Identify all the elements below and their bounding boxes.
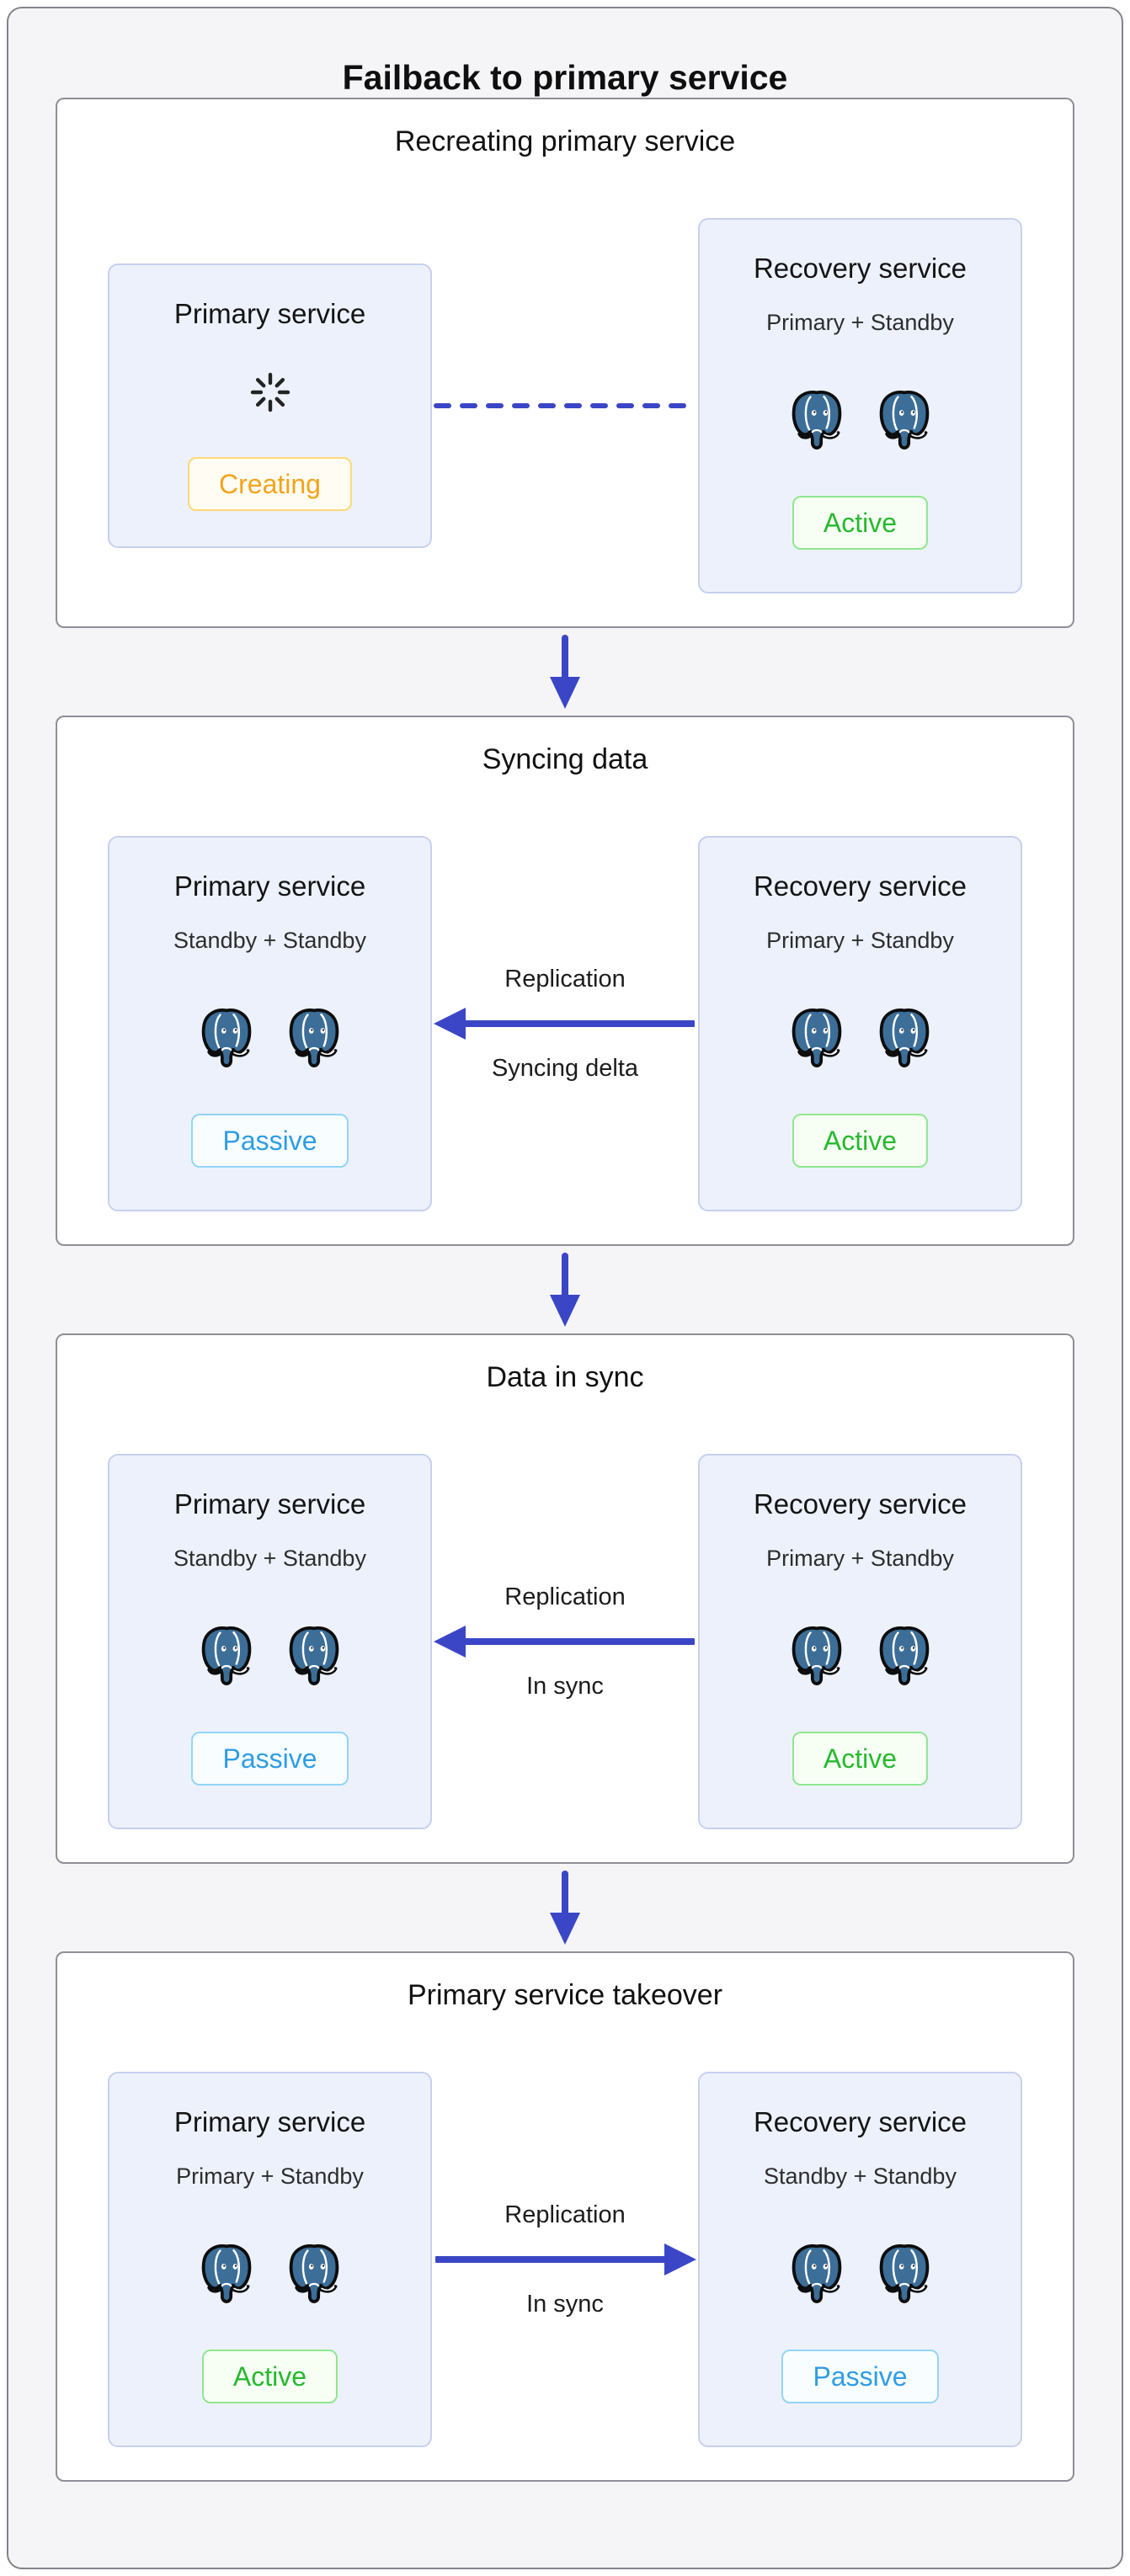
stage-gap — [8, 628, 1122, 716]
replication-connector: Replication In sync — [432, 2200, 698, 2319]
connector-label-bottom: In sync — [526, 1673, 604, 1700]
postgresql-elephant-icon — [876, 390, 933, 450]
stage-gap — [8, 1864, 1122, 1951]
recovery-service-card: Recovery service Primary + Standby Activ… — [698, 836, 1022, 1211]
postgresql-elephant-icon — [788, 1626, 845, 1686]
postgresql-elephant-icon — [198, 1008, 255, 1068]
flow-down-arrow-icon — [547, 1251, 583, 1328]
stage-data-in-sync: Data in sync Primary service Standby + S… — [56, 1333, 1074, 1864]
card-subtitle: Standby + Standby — [173, 1546, 366, 1571]
recovery-service-card: Recovery service Primary + Standby Activ… — [698, 1454, 1022, 1829]
postgresql-elephant-icon — [788, 2243, 845, 2304]
stage-heading: Recreating primary service — [394, 125, 736, 157]
postgresql-elephant-icon — [876, 1626, 933, 1686]
stage-primary-service-takeover: Primary service takeover Primary service… — [56, 1951, 1074, 2482]
recovery-service-card: Recovery service Primary + Standby Activ… — [698, 218, 1022, 593]
postgresql-elephant-icon — [788, 1008, 845, 1068]
primary-service-card: Primary service Standby + Standby Passiv… — [108, 1454, 432, 1829]
connector-label-bottom: Syncing delta — [491, 1055, 639, 1082]
database-icons — [788, 1626, 933, 1686]
postgresql-elephant-icon — [285, 1626, 343, 1686]
primary-service-card: Primary service Standby + Standby Passiv… — [108, 836, 432, 1211]
card-subtitle: Standby + Standby — [764, 2164, 957, 2189]
left-arrow-icon — [434, 1008, 695, 1040]
status-badge: Passive — [191, 1732, 349, 1786]
status-badge: Active — [792, 1114, 929, 1168]
replication-connector: Replication In sync — [432, 1582, 698, 1701]
database-icons — [198, 1008, 343, 1068]
card-title: Primary service — [173, 298, 366, 329]
card-title: Recovery service — [753, 870, 967, 902]
stage-row: Primary service Primary + Standby Active… — [57, 2072, 1073, 2447]
status-badge: Active — [201, 2350, 338, 2403]
status-badge: Active — [792, 496, 929, 550]
replication-connector: Replication Syncing delta — [432, 964, 698, 1083]
connector-dashed — [432, 376, 698, 435]
stage-heading: Primary service takeover — [407, 1979, 723, 2011]
flow-down-arrow-icon — [547, 633, 583, 711]
stage-gap — [8, 1246, 1122, 1333]
postgresql-elephant-icon — [285, 1008, 343, 1068]
primary-service-card: Primary service Creating — [108, 263, 432, 548]
postgresql-elephant-icon — [788, 390, 845, 450]
recovery-service-card: Recovery service Standby + Standby Passi… — [698, 2072, 1022, 2447]
postgresql-elephant-icon — [285, 2243, 343, 2304]
right-arrow-icon — [435, 2243, 696, 2275]
card-title: Recovery service — [753, 253, 967, 284]
stage-heading: Data in sync — [486, 1361, 644, 1393]
stage-row: Primary service Creating Recovery servic… — [57, 218, 1073, 593]
connector-label-top: Replication — [504, 2201, 626, 2228]
stage-row: Primary service Standby + Standby Passiv… — [57, 836, 1073, 1211]
database-icons — [788, 1008, 933, 1068]
postgresql-elephant-icon — [198, 1626, 255, 1686]
left-arrow-icon — [434, 1626, 695, 1658]
stage-recreating-primary-service: Recreating primary service Primary servi… — [56, 98, 1074, 628]
postgresql-elephant-icon — [198, 2243, 255, 2304]
page-title: Failback to primary service — [342, 58, 788, 97]
card-subtitle: Primary + Standby — [176, 2164, 364, 2189]
database-icons — [788, 390, 933, 450]
spinner-icon — [248, 370, 293, 415]
status-badge: Passive — [191, 1114, 349, 1168]
card-title: Recovery service — [753, 1488, 967, 1520]
stage-heading: Syncing data — [482, 743, 648, 775]
failback-diagram: Failback to primary service Recreating p… — [7, 7, 1123, 2569]
status-badge: Creating — [188, 457, 352, 511]
status-badge: Active — [792, 1732, 929, 1786]
postgresql-elephant-icon — [876, 2243, 933, 2304]
card-subtitle: Primary + Standby — [766, 928, 954, 953]
card-title: Primary service — [173, 870, 366, 902]
card-title: Recovery service — [753, 2106, 967, 2137]
card-title: Primary service — [173, 1488, 366, 1520]
stage-row: Primary service Standby + Standby Passiv… — [57, 1454, 1073, 1829]
database-icons — [198, 1626, 343, 1686]
flow-down-arrow-icon — [547, 1869, 583, 1946]
status-badge: Passive — [781, 2350, 939, 2403]
connector-label-top: Replication — [504, 1583, 626, 1610]
connector-label-bottom: In sync — [526, 2291, 604, 2318]
card-subtitle: Primary + Standby — [766, 1546, 954, 1571]
card-subtitle: Standby + Standby — [173, 928, 366, 953]
database-icons — [788, 2243, 933, 2304]
connector-label-top: Replication — [504, 966, 626, 993]
dashed-link-icon — [434, 403, 696, 408]
database-icons — [198, 2243, 343, 2304]
stage-syncing-data: Syncing data Primary service Standby + S… — [56, 716, 1074, 1246]
card-subtitle: Primary + Standby — [766, 310, 954, 335]
card-title: Primary service — [173, 2106, 366, 2137]
postgresql-elephant-icon — [876, 1008, 933, 1068]
primary-service-card: Primary service Primary + Standby Active — [108, 2072, 432, 2447]
